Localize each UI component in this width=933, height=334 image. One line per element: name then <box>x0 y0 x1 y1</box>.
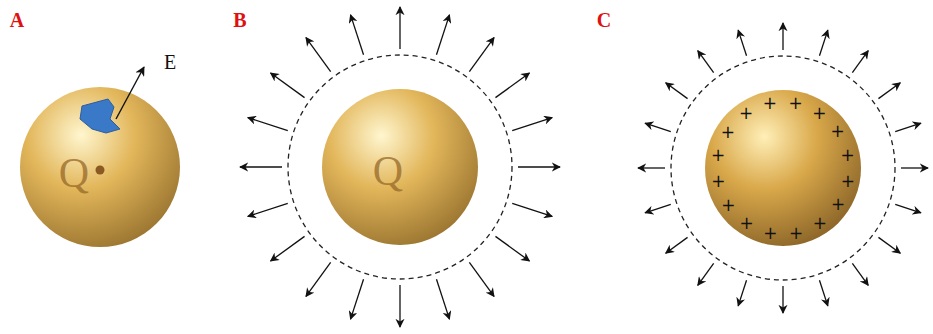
field-arrow <box>738 30 746 56</box>
field-arrow <box>399 285 400 327</box>
sphere-body <box>20 87 180 247</box>
field-arrow <box>819 280 827 306</box>
surface-charge-sign: + <box>831 196 845 213</box>
field-arrow <box>399 7 400 49</box>
surface-charge-sign: + <box>841 146 855 163</box>
field-arrow <box>738 280 746 306</box>
sphere-body <box>322 89 478 245</box>
field-arrow <box>248 118 288 131</box>
field-arrow <box>819 30 827 56</box>
field-arrow <box>436 15 449 55</box>
field-arrow <box>248 203 288 216</box>
field-arrow <box>638 167 665 168</box>
field-arrow <box>518 166 560 167</box>
field-arrow <box>645 123 671 131</box>
field-arrow <box>351 15 364 55</box>
field-arrow <box>852 51 868 73</box>
field-label: E <box>164 52 176 72</box>
field-arrow <box>240 166 282 167</box>
field-arrow <box>351 279 364 319</box>
surface-charge-sign: + <box>739 215 753 232</box>
field-arrow <box>469 262 494 296</box>
surface-charge-sign: + <box>841 172 855 189</box>
field-arrow <box>901 167 928 168</box>
field-arrow <box>782 286 783 313</box>
field-arrow <box>306 38 331 72</box>
field-arrow <box>512 118 552 131</box>
field-arrow <box>436 279 449 319</box>
sphere-shape <box>20 87 180 247</box>
field-arrow <box>271 73 305 98</box>
conducting-sphere: ++++++++++++++++ <box>705 90 861 246</box>
field-arrow <box>666 83 688 99</box>
panel-letter: C <box>597 10 611 30</box>
surface-charge-sign: + <box>763 224 777 241</box>
panel-letter: B <box>233 10 246 30</box>
surface-charge-sign: + <box>789 95 803 112</box>
charged-sphere: Q <box>20 87 180 247</box>
surface-charge-sign: + <box>763 95 777 112</box>
field-arrow <box>271 236 305 261</box>
gaussian-surface <box>671 56 895 280</box>
surface-charge-sign: + <box>813 214 827 231</box>
gaussian-surface <box>288 55 512 279</box>
field-arrow <box>698 51 714 73</box>
surface-charge-sign: + <box>711 147 725 164</box>
charged-sphere: Q <box>322 89 478 245</box>
field-arrow <box>512 203 552 216</box>
sphere-shape <box>705 90 861 246</box>
field-arrow <box>645 204 671 212</box>
point-charge <box>96 166 105 175</box>
field-arrow <box>878 83 900 99</box>
charge-symbol: Q <box>59 152 89 194</box>
surface-charge-sign: + <box>721 123 735 140</box>
field-arrow <box>495 73 529 98</box>
field-arrow <box>698 263 714 285</box>
charge-symbol: Q <box>373 150 403 192</box>
field-arrow <box>469 38 494 72</box>
field-arrow <box>878 237 900 253</box>
field-arrow <box>782 23 783 50</box>
surface-charge-sign: + <box>831 123 845 140</box>
field-vector <box>116 67 144 119</box>
surface-charge-sign: + <box>739 105 753 122</box>
field-arrow <box>666 237 688 253</box>
surface-patch <box>80 99 120 133</box>
field-arrow <box>895 123 921 131</box>
surface-charge-sign: + <box>812 104 826 121</box>
field-arrow <box>495 236 529 261</box>
sphere-body <box>705 90 861 246</box>
surface-charge-sign: + <box>721 196 735 213</box>
field-arrow <box>895 204 921 212</box>
field-arrow <box>852 263 868 285</box>
field-arrow <box>306 262 331 296</box>
surface-charge-sign: + <box>789 224 803 241</box>
panel-letter: A <box>10 10 24 30</box>
surface-charge-sign: + <box>711 173 725 190</box>
